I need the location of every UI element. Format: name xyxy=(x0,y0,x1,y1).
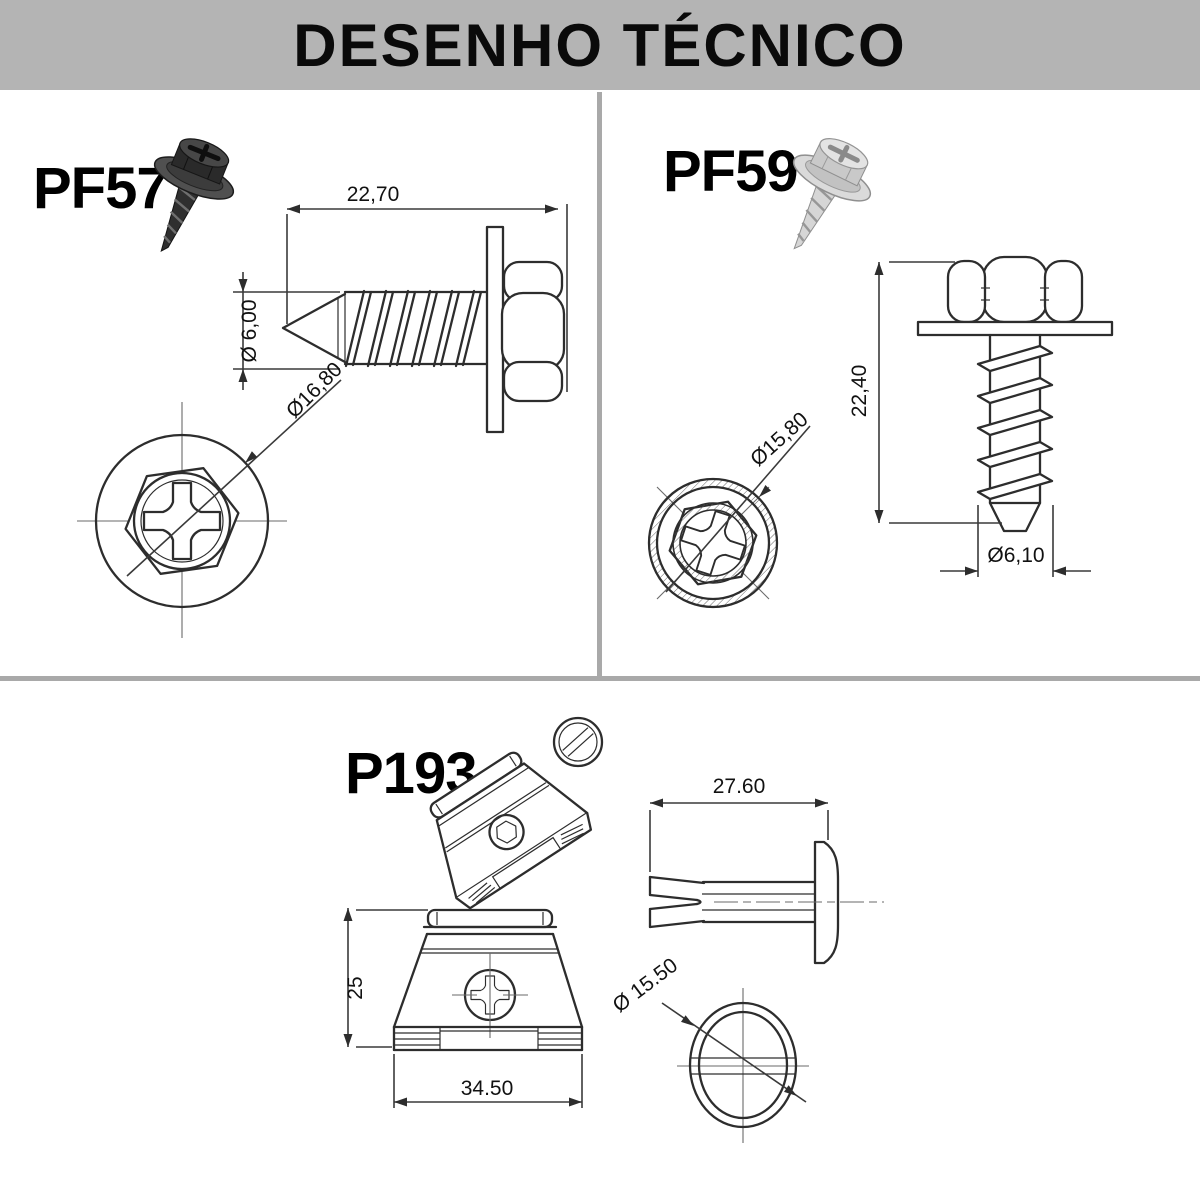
pf59-length-dim: 22,40 xyxy=(848,365,871,418)
pf57-length-dim: 22,70 xyxy=(347,183,400,206)
p193-diameter-dim: Ø 15.50 xyxy=(609,954,683,1017)
pf59-tip-diameter-dim: Ø6,10 xyxy=(987,544,1044,567)
p193-length-dim: 27.60 xyxy=(713,775,766,798)
title-banner: DESENHO TÉCNICO xyxy=(0,0,1200,90)
vertical-divider xyxy=(597,92,602,678)
p193-bottom-view: Ø 15.50 xyxy=(609,954,809,1143)
p193-base-width-dim: 34.50 xyxy=(461,1077,514,1100)
pf59-top-view: Ø15,80 xyxy=(647,408,813,609)
pf57-washer-diameter-dim: Ø16,80 xyxy=(282,358,347,423)
pf57-top-view: Ø16,80 xyxy=(77,358,347,638)
p193-front-view: 25 34.50 xyxy=(343,908,584,1108)
pf59-phillips-icon xyxy=(827,144,860,163)
pf59-front-view: 22,40 Ø6,10 xyxy=(848,255,1114,577)
horizontal-divider xyxy=(0,676,1200,681)
pf57-side-view: 22,70 Ø 6,00 xyxy=(233,183,568,434)
pf57-shank-diameter-dim: Ø 6,00 xyxy=(238,299,261,362)
p193-side-view: 27.60 xyxy=(648,775,884,965)
pf57-product-photo xyxy=(153,138,235,253)
pf57-phillips-icon xyxy=(187,143,221,162)
p193-height-dim: 25 xyxy=(344,976,367,999)
p193-isometric-view xyxy=(429,716,604,910)
page-title: DESENHO TÉCNICO xyxy=(293,11,907,79)
pf59-product-photo xyxy=(792,138,872,250)
pf59-part-label: PF59 xyxy=(663,139,799,204)
pf57-part-label: PF57 xyxy=(33,156,169,221)
